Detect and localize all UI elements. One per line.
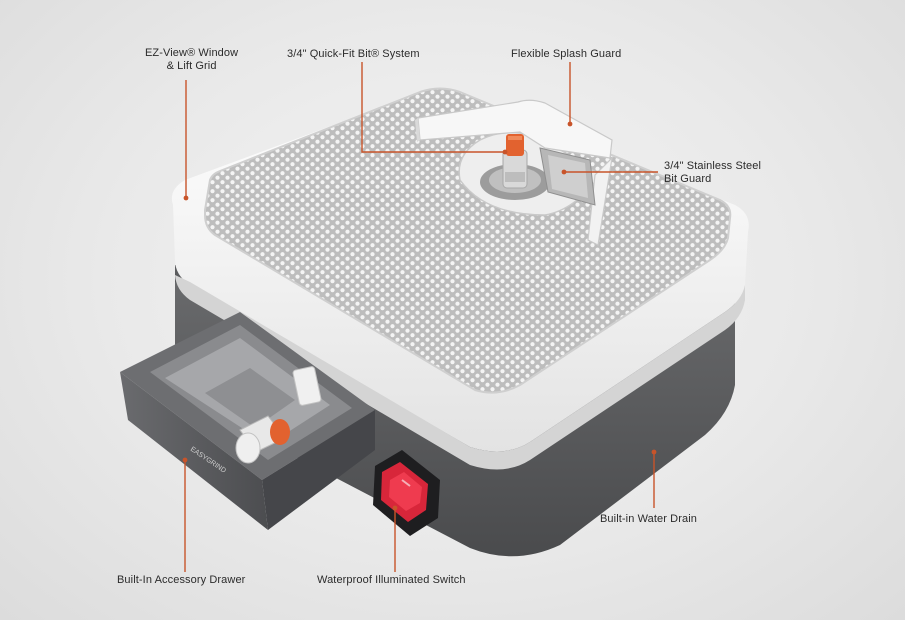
callout-accessory-drawer: Built-In Accessory Drawer [117, 574, 246, 586]
grinder-base [175, 265, 735, 557]
lift-grid [204, 87, 732, 394]
callout-ez-view-line2: & Lift Grid [166, 60, 217, 72]
grinding-bit [502, 134, 528, 189]
callout-ez-view: EZ-View® Window & Lift Grid [145, 47, 238, 73]
accessory-drawer: EASYGRIND [120, 312, 375, 530]
callout-bit-guard: 3/4" Stainless Steel Bit Guard [664, 160, 761, 186]
callout-quick-fit: 3/4" Quick-Fit Bit® System [287, 48, 420, 60]
callout-water-drain: Built-in Water Drain [600, 513, 697, 525]
bit-guard [539, 147, 596, 206]
callout-leaders [182, 62, 658, 572]
illuminated-switch [373, 450, 440, 536]
callout-bit-guard-line1: 3/4" Stainless Steel [664, 160, 762, 172]
callout-splash-guard: Flexible Splash Guard [511, 48, 622, 60]
callout-switch: Waterproof Illuminated Switch [317, 574, 466, 586]
callout-ez-view-line1: EZ-View® Window [145, 47, 239, 59]
callout-bit-guard-line2: Bit Guard [664, 173, 712, 185]
splash-guard [415, 99, 613, 246]
